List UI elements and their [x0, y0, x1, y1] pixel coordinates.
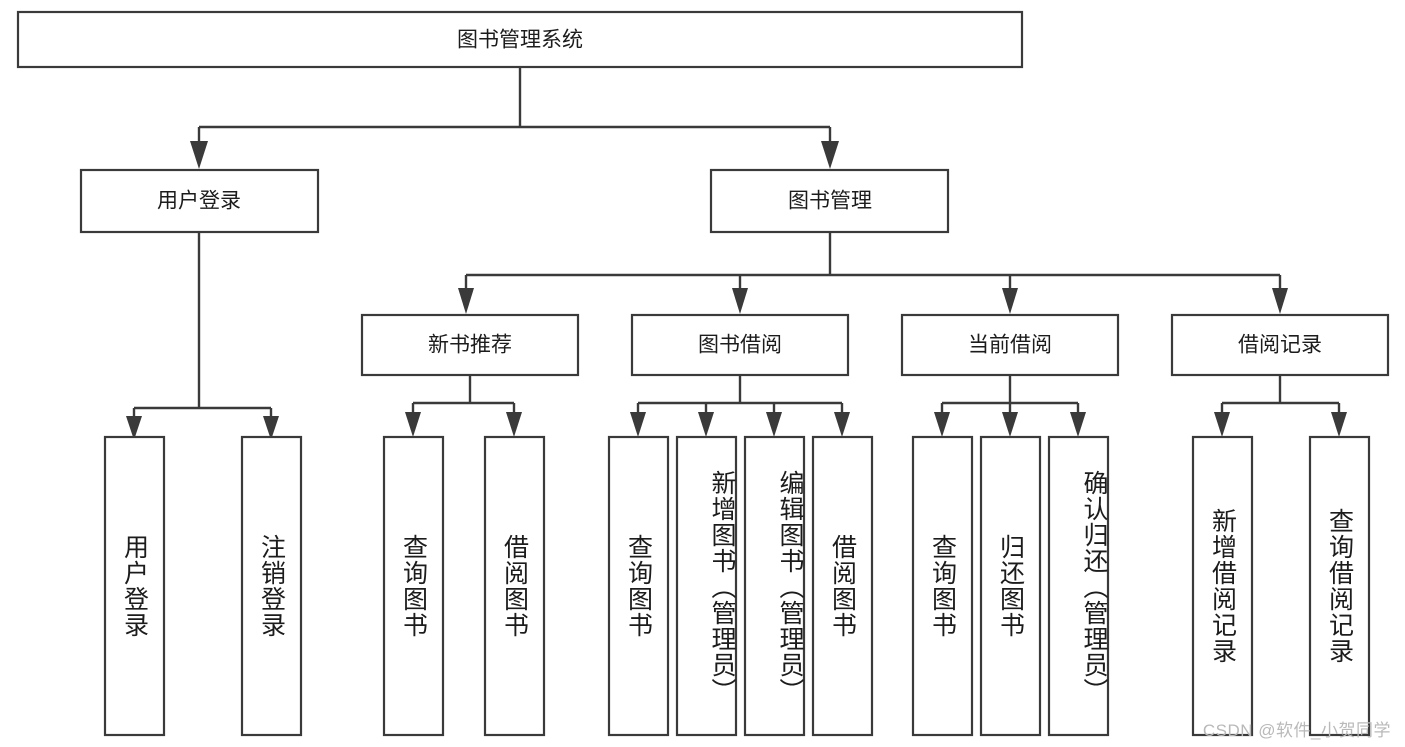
current-borrow-box[interactable] [900, 313, 1120, 377]
node-root[interactable]: 图书管理系统 [16, 10, 1024, 69]
watermark-text: CSDN @软件_小贺同学 [1202, 721, 1391, 740]
leaf-box-user-login[interactable] [103, 435, 166, 737]
arrow-head-icon [1331, 412, 1347, 437]
leaf-box-edit-book-admin[interactable] [743, 435, 806, 737]
arrow-head-icon [1272, 288, 1288, 314]
arrow-head-icon [766, 412, 782, 437]
current-borrow-label: 当前借阅 [968, 334, 1052, 357]
node-borrow-record[interactable]: 借阅记录 [1170, 313, 1390, 377]
arrow-head-icon [732, 288, 748, 314]
book-management-label: 图书管理 [788, 190, 872, 213]
new-book-recommend-label: 新书推荐 [428, 334, 512, 357]
connector-user-login-to-leaves [126, 232, 279, 440]
root-label: 图书管理系统 [457, 29, 583, 52]
arrow-head-icon [458, 288, 474, 314]
leaf-box-add-book-admin[interactable] [675, 435, 738, 737]
leaf-box-query-book-cb[interactable] [911, 435, 974, 737]
node-current-borrow[interactable]: 当前借阅 [900, 313, 1120, 377]
leaf-box-query-borrow-record[interactable] [1308, 435, 1371, 737]
connector-book-borrow-to-leaves [630, 375, 850, 437]
arrow-head-icon [834, 412, 850, 437]
arrow-head-icon [1070, 412, 1086, 437]
book-borrow-label: 图书借阅 [698, 334, 782, 357]
borrow-record-box[interactable] [1170, 313, 1390, 377]
user-login-label: 用户登录 [157, 190, 241, 213]
arrow-head-icon [1002, 288, 1018, 314]
arrow-head-icon [1214, 412, 1230, 437]
leaf-box-query-book-bb[interactable] [607, 435, 670, 737]
connector-book-management-to-level3 [458, 232, 1288, 314]
arrow-head-icon [190, 141, 208, 169]
leaf-box-logout[interactable] [240, 435, 303, 737]
leaf-box-borrow-book-nbr[interactable] [483, 435, 546, 737]
arrow-head-icon [934, 412, 950, 437]
arrow-head-icon [263, 416, 279, 440]
connector-current-borrow-to-leaves [934, 375, 1086, 437]
arrow-head-icon [126, 416, 142, 440]
leaf-box-borrow-book-bb[interactable] [811, 435, 874, 737]
arrow-head-icon [821, 141, 839, 169]
arrow-head-icon [405, 412, 421, 437]
leaf-box-add-borrow-record[interactable] [1191, 435, 1254, 737]
arrow-head-icon [506, 412, 522, 437]
new-book-recommend-box[interactable] [360, 313, 580, 377]
connector-root-to-level2 [190, 67, 839, 169]
node-book-management[interactable]: 图书管理 [709, 168, 950, 234]
connector-new-book-recommend-to-leaves [405, 375, 522, 437]
connector-borrow-record-to-leaves [1214, 375, 1347, 437]
node-new-book-recommend[interactable]: 新书推荐 [360, 313, 580, 377]
arrow-head-icon [698, 412, 714, 437]
root-box[interactable] [16, 10, 1024, 69]
node-book-borrow[interactable]: 图书借阅 [630, 313, 850, 377]
leaf-box-confirm-return-admin[interactable] [1047, 435, 1110, 737]
arrow-head-icon [1002, 412, 1018, 437]
borrow-record-label: 借阅记录 [1238, 334, 1322, 357]
book-borrow-box[interactable] [630, 313, 850, 377]
leaf-box-query-book-nbr[interactable] [382, 435, 445, 737]
user-login-box[interactable] [79, 168, 320, 234]
arrow-head-icon [630, 412, 646, 437]
leaf-box-return-book[interactable] [979, 435, 1042, 737]
node-user-login[interactable]: 用户登录 [79, 168, 320, 234]
